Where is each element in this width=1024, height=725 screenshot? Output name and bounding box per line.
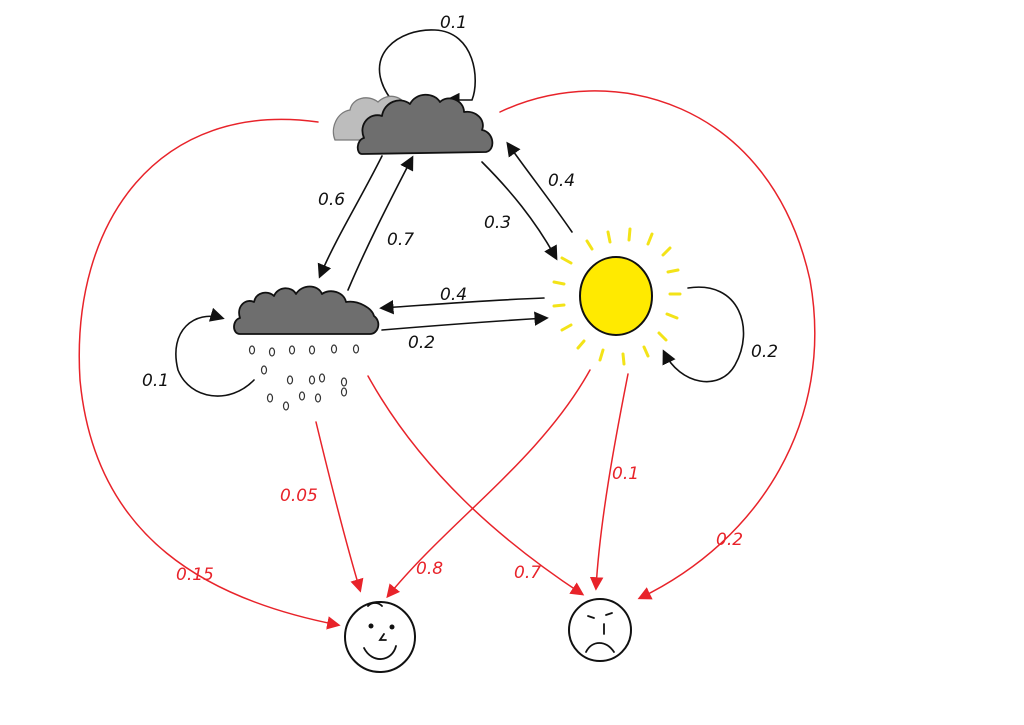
label-rainy-cloudy: 0.7: [387, 230, 414, 250]
emission-rainy-happy-arrow: [315, 421, 364, 593]
raindrops: [248, 344, 360, 411]
label-sunny-cloudy: 0.4: [548, 171, 575, 191]
label-rainy-happy: 0.05: [280, 486, 318, 506]
emission-rainy-sad-arrow: [367, 375, 585, 596]
emission-sunny-sad-arrow: [589, 373, 629, 591]
sad-face-icon: [568, 598, 632, 662]
emission-sunny-happy-arrow: [386, 369, 591, 599]
sun-rays: [552, 227, 682, 366]
happy-face-icon: [344, 601, 416, 673]
emission-cloudy-sad-arrow: [499, 90, 816, 600]
label-cloudy-self: 0.1: [440, 13, 467, 33]
transition-rainy-cloudy-arrow: [347, 155, 414, 291]
transition-rainy-sunny-arrow: [381, 311, 549, 331]
sun-disc: [579, 256, 653, 336]
label-sunny-rainy: 0.4: [440, 285, 467, 305]
transition-cloudy-sunny-arrow: [481, 161, 558, 261]
label-cloudy-rainy: 0.6: [318, 190, 345, 210]
transition-sunny-self-arrow: [662, 286, 745, 383]
label-rainy-self: 0.1: [142, 371, 169, 391]
transition-sunny-rainy-arrow: [379, 297, 545, 315]
label-sunny-self: 0.2: [751, 342, 778, 362]
label-cloudy-sad: 0.2: [716, 530, 743, 550]
label-sunny-happy: 0.8: [416, 559, 443, 579]
transition-rainy-self-arrow: [175, 307, 255, 397]
label-rainy-sad: 0.7: [514, 563, 541, 583]
transition-cloudy-self-arrow: [378, 29, 476, 108]
label-sunny-sad: 0.1: [612, 464, 639, 484]
sun-icon: [552, 227, 682, 366]
label-cloudy-sunny: 0.3: [484, 213, 511, 233]
cloud-icon: [332, 93, 494, 155]
transition-cloudy-rainy-arrow: [317, 155, 383, 279]
transition-sunny-cloudy-arrow: [506, 141, 573, 233]
label-cloudy-happy: 0.15: [176, 565, 214, 585]
rain-cloud-icon: [233, 285, 380, 411]
emission-cloudy-happy-arrow: [78, 118, 341, 630]
label-rainy-sunny: 0.2: [408, 333, 435, 353]
